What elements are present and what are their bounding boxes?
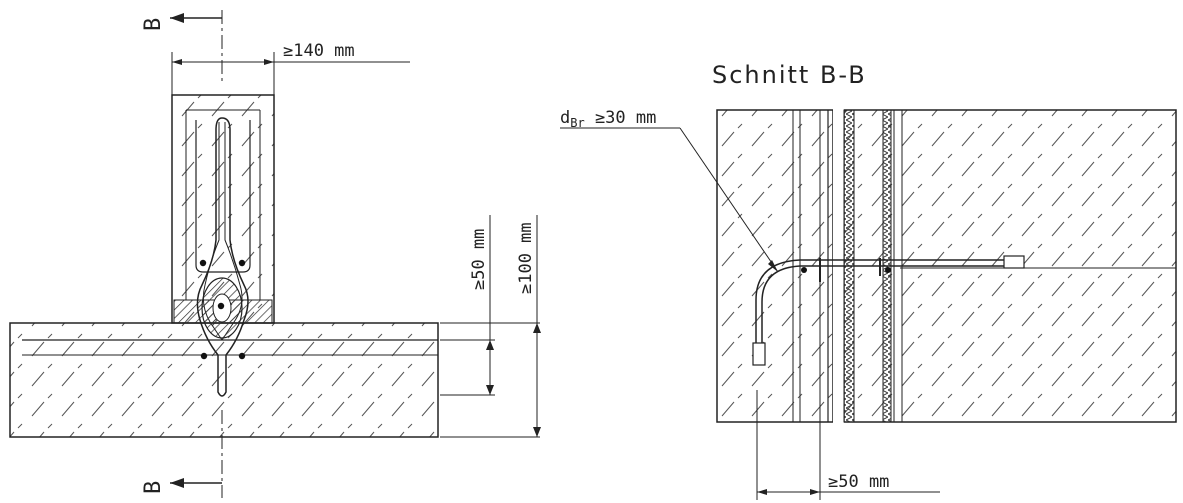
depth-50-label: ≥50 mm bbox=[469, 229, 489, 290]
t-joint-detail: B B ≥140 mm ≥50 mm ≥100 mm bbox=[9, 10, 541, 498]
floor-slab bbox=[9, 322, 439, 438]
edge-distance-label: ≥50 mm bbox=[828, 472, 889, 492]
depth-100-label: ≥100 mm bbox=[516, 222, 536, 294]
section-marker-top: B bbox=[141, 18, 166, 31]
section-title: Schnitt B-B bbox=[712, 61, 867, 89]
width-min-label: ≥140 mm bbox=[283, 41, 355, 61]
section-marker-bottom: B bbox=[141, 481, 166, 494]
section-b-b: Schnitt B-B dBr ≥30 mm bbox=[560, 61, 1177, 500]
bend-diameter-label: dBr ≥30 mm bbox=[560, 108, 656, 130]
bent-rope bbox=[755, 259, 1010, 345]
